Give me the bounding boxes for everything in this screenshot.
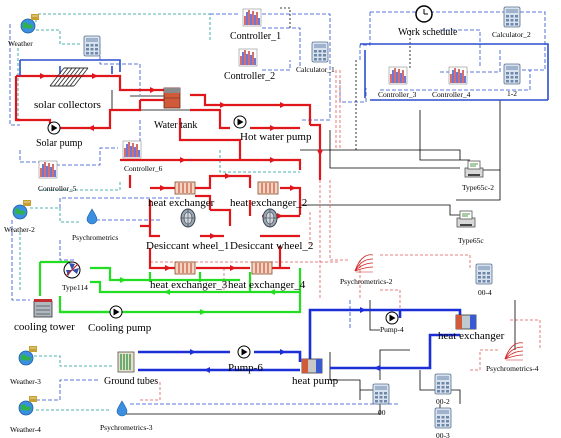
desiccant-wheel-1-label: Desiccant wheel_1 bbox=[146, 240, 229, 252]
ground-loop bbox=[138, 308, 462, 372]
weather-2-icon[interactable] bbox=[12, 199, 32, 220]
calculator-12-icon[interactable] bbox=[503, 63, 521, 85]
hot-water-pump-icon[interactable] bbox=[233, 115, 247, 129]
type65c-2-label: Type65c-2 bbox=[462, 183, 494, 192]
controller-4-icon[interactable] bbox=[448, 66, 468, 85]
solar-pump-icon[interactable] bbox=[47, 121, 61, 135]
cooling-water-loop bbox=[38, 260, 302, 314]
weather-label: Weather bbox=[8, 39, 33, 48]
psychrometrics-2-icon[interactable] bbox=[354, 254, 374, 273]
heat-exchanger-b-icon[interactable] bbox=[455, 314, 477, 330]
heat-exchanger-4-label: heat exchanger_4 bbox=[228, 279, 306, 291]
water-tank-label: Water tank bbox=[154, 120, 197, 131]
heat-exchanger-3-icon[interactable] bbox=[174, 261, 196, 275]
heat-exchanger-3-label: heat exchanger_3 bbox=[150, 279, 228, 291]
type114-fan-icon[interactable] bbox=[63, 261, 81, 279]
solar-pump-label: Solar pump bbox=[36, 138, 82, 149]
psychrometrics-3-label: Psychrometrics-3 bbox=[100, 423, 153, 432]
heat-exchanger-4-icon[interactable] bbox=[251, 261, 273, 275]
pump-4-icon[interactable] bbox=[385, 311, 399, 325]
water-tank-icon[interactable] bbox=[163, 87, 181, 109]
clock-icon[interactable] bbox=[415, 5, 433, 23]
calculator-icon[interactable] bbox=[83, 35, 101, 57]
heat-exchanger-b-label: heat exchanger bbox=[438, 330, 505, 342]
desiccant-wheel-2-label: Desiccant wheel_2 bbox=[230, 240, 313, 252]
type65c-2-printer-icon[interactable] bbox=[464, 160, 484, 178]
heat-pump-icon[interactable] bbox=[301, 358, 323, 374]
controller-1-icon[interactable] bbox=[242, 8, 262, 27]
psychrometrics-3-icon[interactable] bbox=[116, 400, 128, 417]
eq-00-2-label: 00-2 bbox=[436, 397, 450, 406]
controller-6-icon[interactable] bbox=[122, 140, 142, 159]
controller-6-label: Controller_6 bbox=[124, 164, 163, 173]
controller-2-label: Controller_2 bbox=[224, 71, 275, 82]
weather-3-icon[interactable] bbox=[18, 345, 38, 366]
calculator-2-icon[interactable] bbox=[503, 6, 521, 28]
psychrometrics-4-icon[interactable] bbox=[504, 342, 524, 361]
heat-exchanger-2-icon[interactable] bbox=[257, 181, 279, 195]
weather-2-label: Weather-2 bbox=[4, 225, 35, 234]
heat-exchanger-2-label: heat exchanger_2 bbox=[230, 197, 307, 209]
controller-5-icon[interactable] bbox=[38, 160, 58, 179]
ground-tubes-label: Ground tubes bbox=[104, 376, 158, 387]
hot-water-pump-label: Hot water pump bbox=[240, 131, 312, 143]
cooling-water-arrows bbox=[120, 277, 275, 315]
hot-water-arrows bbox=[40, 73, 323, 271]
weather-4-icon[interactable] bbox=[18, 395, 38, 416]
type65c-label: Type65c bbox=[458, 236, 484, 245]
controller-3-icon[interactable] bbox=[388, 66, 408, 85]
weather-4-label: Weather-4 bbox=[10, 425, 41, 434]
pump-4-label: Pump-4 bbox=[380, 325, 404, 334]
controller-5-label: Controller_5 bbox=[38, 184, 77, 193]
eq-00-4-label: 00-4 bbox=[478, 288, 492, 297]
heat-pump-label: heat pump bbox=[292, 375, 339, 387]
controller-2-icon[interactable] bbox=[238, 48, 258, 67]
type114-label: Type114 bbox=[62, 283, 88, 292]
cooling-pump-icon[interactable] bbox=[109, 305, 123, 319]
hot-water-loop bbox=[14, 74, 322, 270]
psychrometrics-4-label: Psychrometrics-4 bbox=[486, 364, 539, 373]
work-schedule-label: Work schedule bbox=[398, 27, 458, 38]
pump-6-icon[interactable] bbox=[237, 345, 251, 359]
controller-4-label: Controller_4 bbox=[432, 90, 471, 99]
control-signal-lines bbox=[9, 7, 546, 420]
desiccant-wheel-1-icon[interactable] bbox=[180, 208, 196, 228]
ground-loop-arrows bbox=[190, 307, 380, 373]
eq-00-icon[interactable] bbox=[372, 383, 390, 405]
psychrometrics-2-label: Psychrometrics-2 bbox=[340, 277, 393, 286]
eq-00-4-icon[interactable] bbox=[475, 263, 493, 285]
eq-00-3-icon[interactable] bbox=[434, 407, 452, 429]
cooling-tower-icon[interactable] bbox=[33, 299, 53, 318]
solar-collector-icon[interactable] bbox=[49, 67, 89, 87]
eq-00-3-label: 00-3 bbox=[436, 431, 450, 438]
calculator-1-icon[interactable] bbox=[311, 41, 329, 63]
weather-3-label: Weather-3 bbox=[10, 377, 41, 386]
type65c-printer-icon[interactable] bbox=[456, 210, 476, 228]
cooling-tower-label: cooling tower bbox=[14, 321, 75, 333]
calculator-2-label: Calculator_2 bbox=[492, 30, 531, 39]
heat-exchanger-icon[interactable] bbox=[174, 181, 196, 195]
eq-00-label: 00 bbox=[378, 408, 386, 417]
psychrometrics-drop-icon[interactable] bbox=[86, 208, 98, 225]
desiccant-wheel-2-icon[interactable] bbox=[262, 208, 278, 228]
solar-collectors-label: solar collectors bbox=[34, 99, 101, 111]
controller-1-label: Controller_1 bbox=[230, 31, 281, 42]
psychrometrics-label: Psychrometrics bbox=[72, 233, 118, 242]
ground-tubes-icon[interactable] bbox=[117, 351, 135, 373]
solar-blue-lines bbox=[19, 43, 549, 101]
eq-00-2-icon[interactable] bbox=[434, 373, 452, 395]
calculator-12-label: 1-2 bbox=[507, 89, 517, 98]
controller-3-label: Controller_3 bbox=[378, 90, 417, 99]
heat-exchanger-label: heat exchanger bbox=[148, 197, 215, 209]
calculator-1-label: Calculator_1 bbox=[296, 65, 335, 74]
pump-6-label: Pump-6 bbox=[228, 362, 263, 374]
cooling-pump-label: Cooling pump bbox=[88, 322, 152, 334]
